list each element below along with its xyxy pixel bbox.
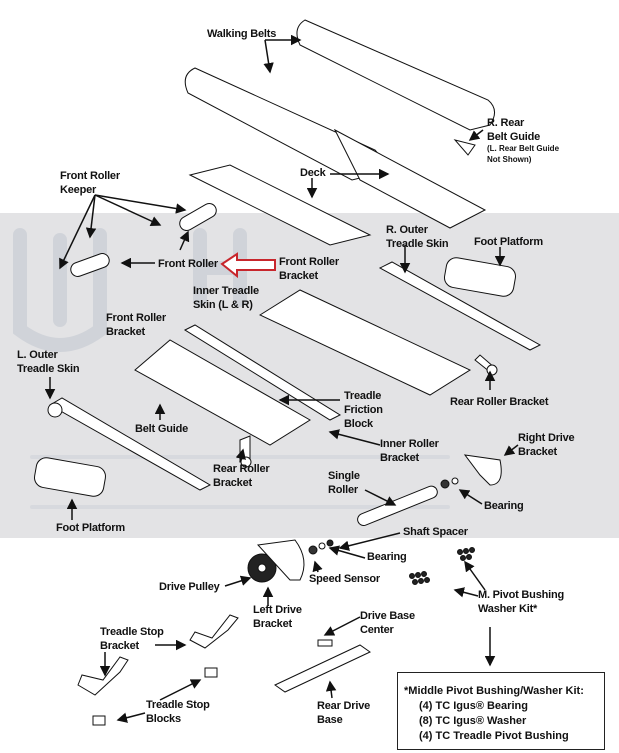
walking-belt-left <box>184 67 380 181</box>
walking-belt-right <box>296 19 495 131</box>
kit-item: (4) TC Igus® Bearing <box>419 700 528 712</box>
label-r-rear-belt-guide: R. Rear Belt Guide <box>487 117 541 143</box>
label-front-roller-bracket-left: Front Roller Bracket <box>106 312 166 338</box>
label-l-outer-treadle-skin: L. Outer Treadle Skin <box>17 349 80 375</box>
label-drive-base-center: Drive Base Center <box>360 610 415 636</box>
red-highlight-arrow <box>220 252 276 279</box>
label-inner-roller-bracket: Inner Roller Bracket <box>380 438 439 464</box>
label-r-outer-treadle-skin: R. Outer Treadle Skin <box>386 224 449 250</box>
label-bearing-right: Bearing <box>484 500 524 512</box>
label-drive-pulley: Drive Pulley <box>159 581 220 593</box>
label-treadle-stop-bracket: Treadle Stop Bracket <box>100 626 164 652</box>
label-walking-belts: Walking Belts <box>207 28 277 40</box>
deck-front <box>188 164 372 246</box>
kit-contents-box: *Middle Pivot Bushing/Washer Kit: (4) TC… <box>397 672 605 750</box>
rear-belt-guide <box>453 139 476 156</box>
label-foot-platform-left: Foot Platform <box>56 522 125 534</box>
label-foot-platform-right: Foot Platform <box>474 236 543 248</box>
foot-platform-left <box>34 457 106 497</box>
frame-right <box>258 289 472 396</box>
label-rear-drive-base: Rear Drive Base <box>317 700 371 726</box>
kit-title: *Middle Pivot Bushing/Washer Kit: <box>404 685 584 697</box>
label-single-roller: Single Roller <box>328 470 360 496</box>
label-treadle-stop-blocks: Treadle Stop Blocks <box>146 699 210 725</box>
treadle-stop-bracket-upper <box>189 614 239 649</box>
kit-item: (8) TC Igus® Washer <box>419 715 527 727</box>
label-shaft-spacer: Shaft Spacer <box>403 526 468 538</box>
label-speed-sensor: Speed Sensor <box>309 573 380 585</box>
label-right-drive-bracket: Right Drive Bracket <box>518 432 575 458</box>
foot-platform-right <box>444 257 516 297</box>
label-belt-guide: Belt Guide <box>135 423 189 435</box>
front-roller-top <box>179 203 217 231</box>
treadle-stop-bracket-lower <box>77 656 129 696</box>
label-rear-roller-bracket-left: Rear Roller Bracket <box>213 463 270 489</box>
note-l-rear-belt-guide: (L. Rear Belt Guide Not Shown) <box>487 144 560 164</box>
inner-treadle-skin <box>183 324 342 421</box>
label-front-roller-bracket-top: Front Roller Bracket <box>279 256 339 282</box>
front-roller-left <box>70 253 110 277</box>
label-bearing-left: Bearing <box>367 551 407 563</box>
watermark-stripes-icon <box>30 455 450 509</box>
deck-rear <box>333 128 487 229</box>
frame-left <box>134 339 311 446</box>
label-m-pivot-kit: M. Pivot Bushing Washer Kit* <box>478 589 565 615</box>
left-drive-bracket <box>256 539 305 581</box>
label-deck: Deck <box>300 167 326 179</box>
rear-drive-base <box>274 644 371 693</box>
right-drive-bracket <box>463 454 502 486</box>
label-treadle-friction-block: Treadle Friction Block <box>344 390 383 430</box>
label-rear-roller-bracket-right: Rear Roller Bracket <box>450 396 549 408</box>
label-front-roller: Front Roller <box>158 258 218 270</box>
r-outer-treadle-skin <box>378 261 542 351</box>
label-left-drive-bracket: Left Drive Bracket <box>253 604 302 630</box>
label-inner-treadle-skin: Inner Treadle Skin (L & R) <box>193 285 259 311</box>
watermark-logo-icon <box>13 228 247 352</box>
l-outer-treadle-skin <box>48 397 212 491</box>
kit-item: (4) TC Treadle Pivot Bushing <box>419 730 569 742</box>
label-front-roller-keeper: Front Roller Keeper <box>60 170 120 196</box>
